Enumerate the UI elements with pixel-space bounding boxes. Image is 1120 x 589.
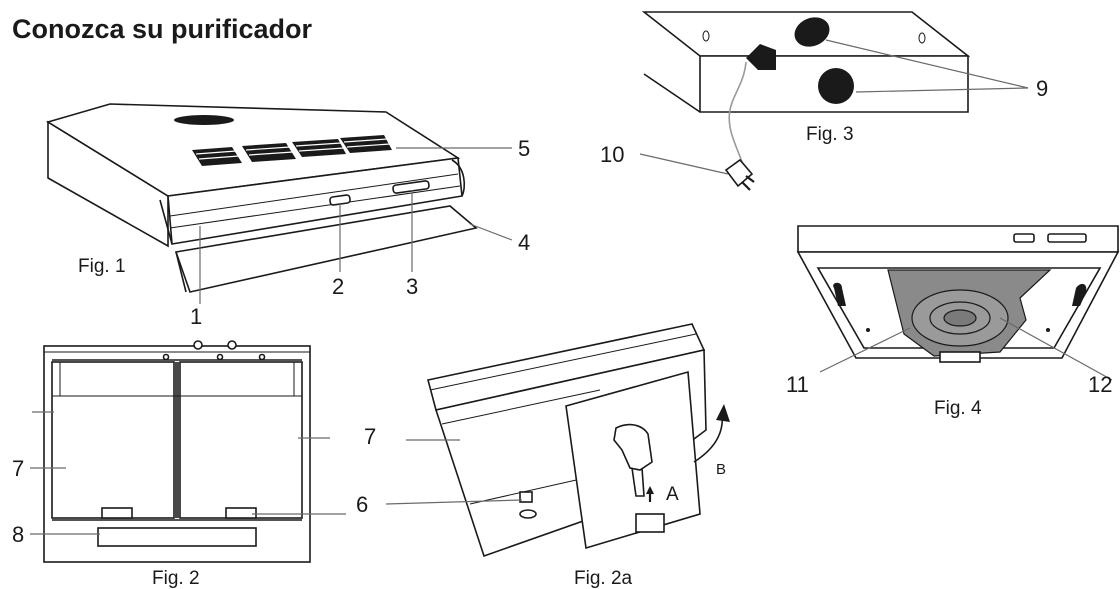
- fig2a-leader-lines: [385, 439, 523, 505]
- callout-5: 5: [518, 136, 530, 161]
- fig2-underside-drawing: [43, 340, 311, 563]
- callout-12: 12: [1088, 372, 1112, 397]
- callout-2: 2: [332, 274, 344, 299]
- callout-6: 6: [356, 492, 368, 517]
- callout-9: 9: [1036, 76, 1048, 101]
- page-title: Conozca su purificador: [12, 14, 313, 44]
- callout-7-fig2: 7: [12, 456, 24, 481]
- fig2a-caption: Fig. 2a: [574, 568, 633, 589]
- callout-3: 3: [406, 274, 418, 299]
- fig2-leader-lines: [30, 411, 346, 535]
- fig3-caption: Fig. 3: [806, 124, 854, 145]
- fig4-caption: Fig. 4: [934, 398, 982, 419]
- fig4-leader-lines: [819, 317, 1113, 381]
- fig3-top-drawing: [641, 11, 971, 191]
- arrow-b-label: B: [716, 461, 726, 478]
- fig1-hood-drawing: [46, 103, 478, 293]
- fig2-caption: Fig. 2: [152, 568, 200, 589]
- callout-1: 1: [190, 304, 202, 329]
- fig4-motor-drawing: [796, 225, 1120, 363]
- callout-4: 4: [518, 230, 530, 255]
- callout-8: 8: [12, 522, 24, 547]
- callout-7-fig2a: 7: [364, 424, 376, 449]
- fig1-caption: Fig. 1: [78, 256, 126, 277]
- callout-10: 10: [600, 142, 624, 167]
- arrow-a-label: A: [666, 484, 679, 505]
- fig2a-filter-drawing: [427, 323, 730, 558]
- fig3-leader-lines: [639, 39, 1029, 175]
- fig1-leader-lines: [199, 147, 513, 304]
- hand-icon: [613, 423, 653, 497]
- callout-11: 11: [786, 372, 809, 397]
